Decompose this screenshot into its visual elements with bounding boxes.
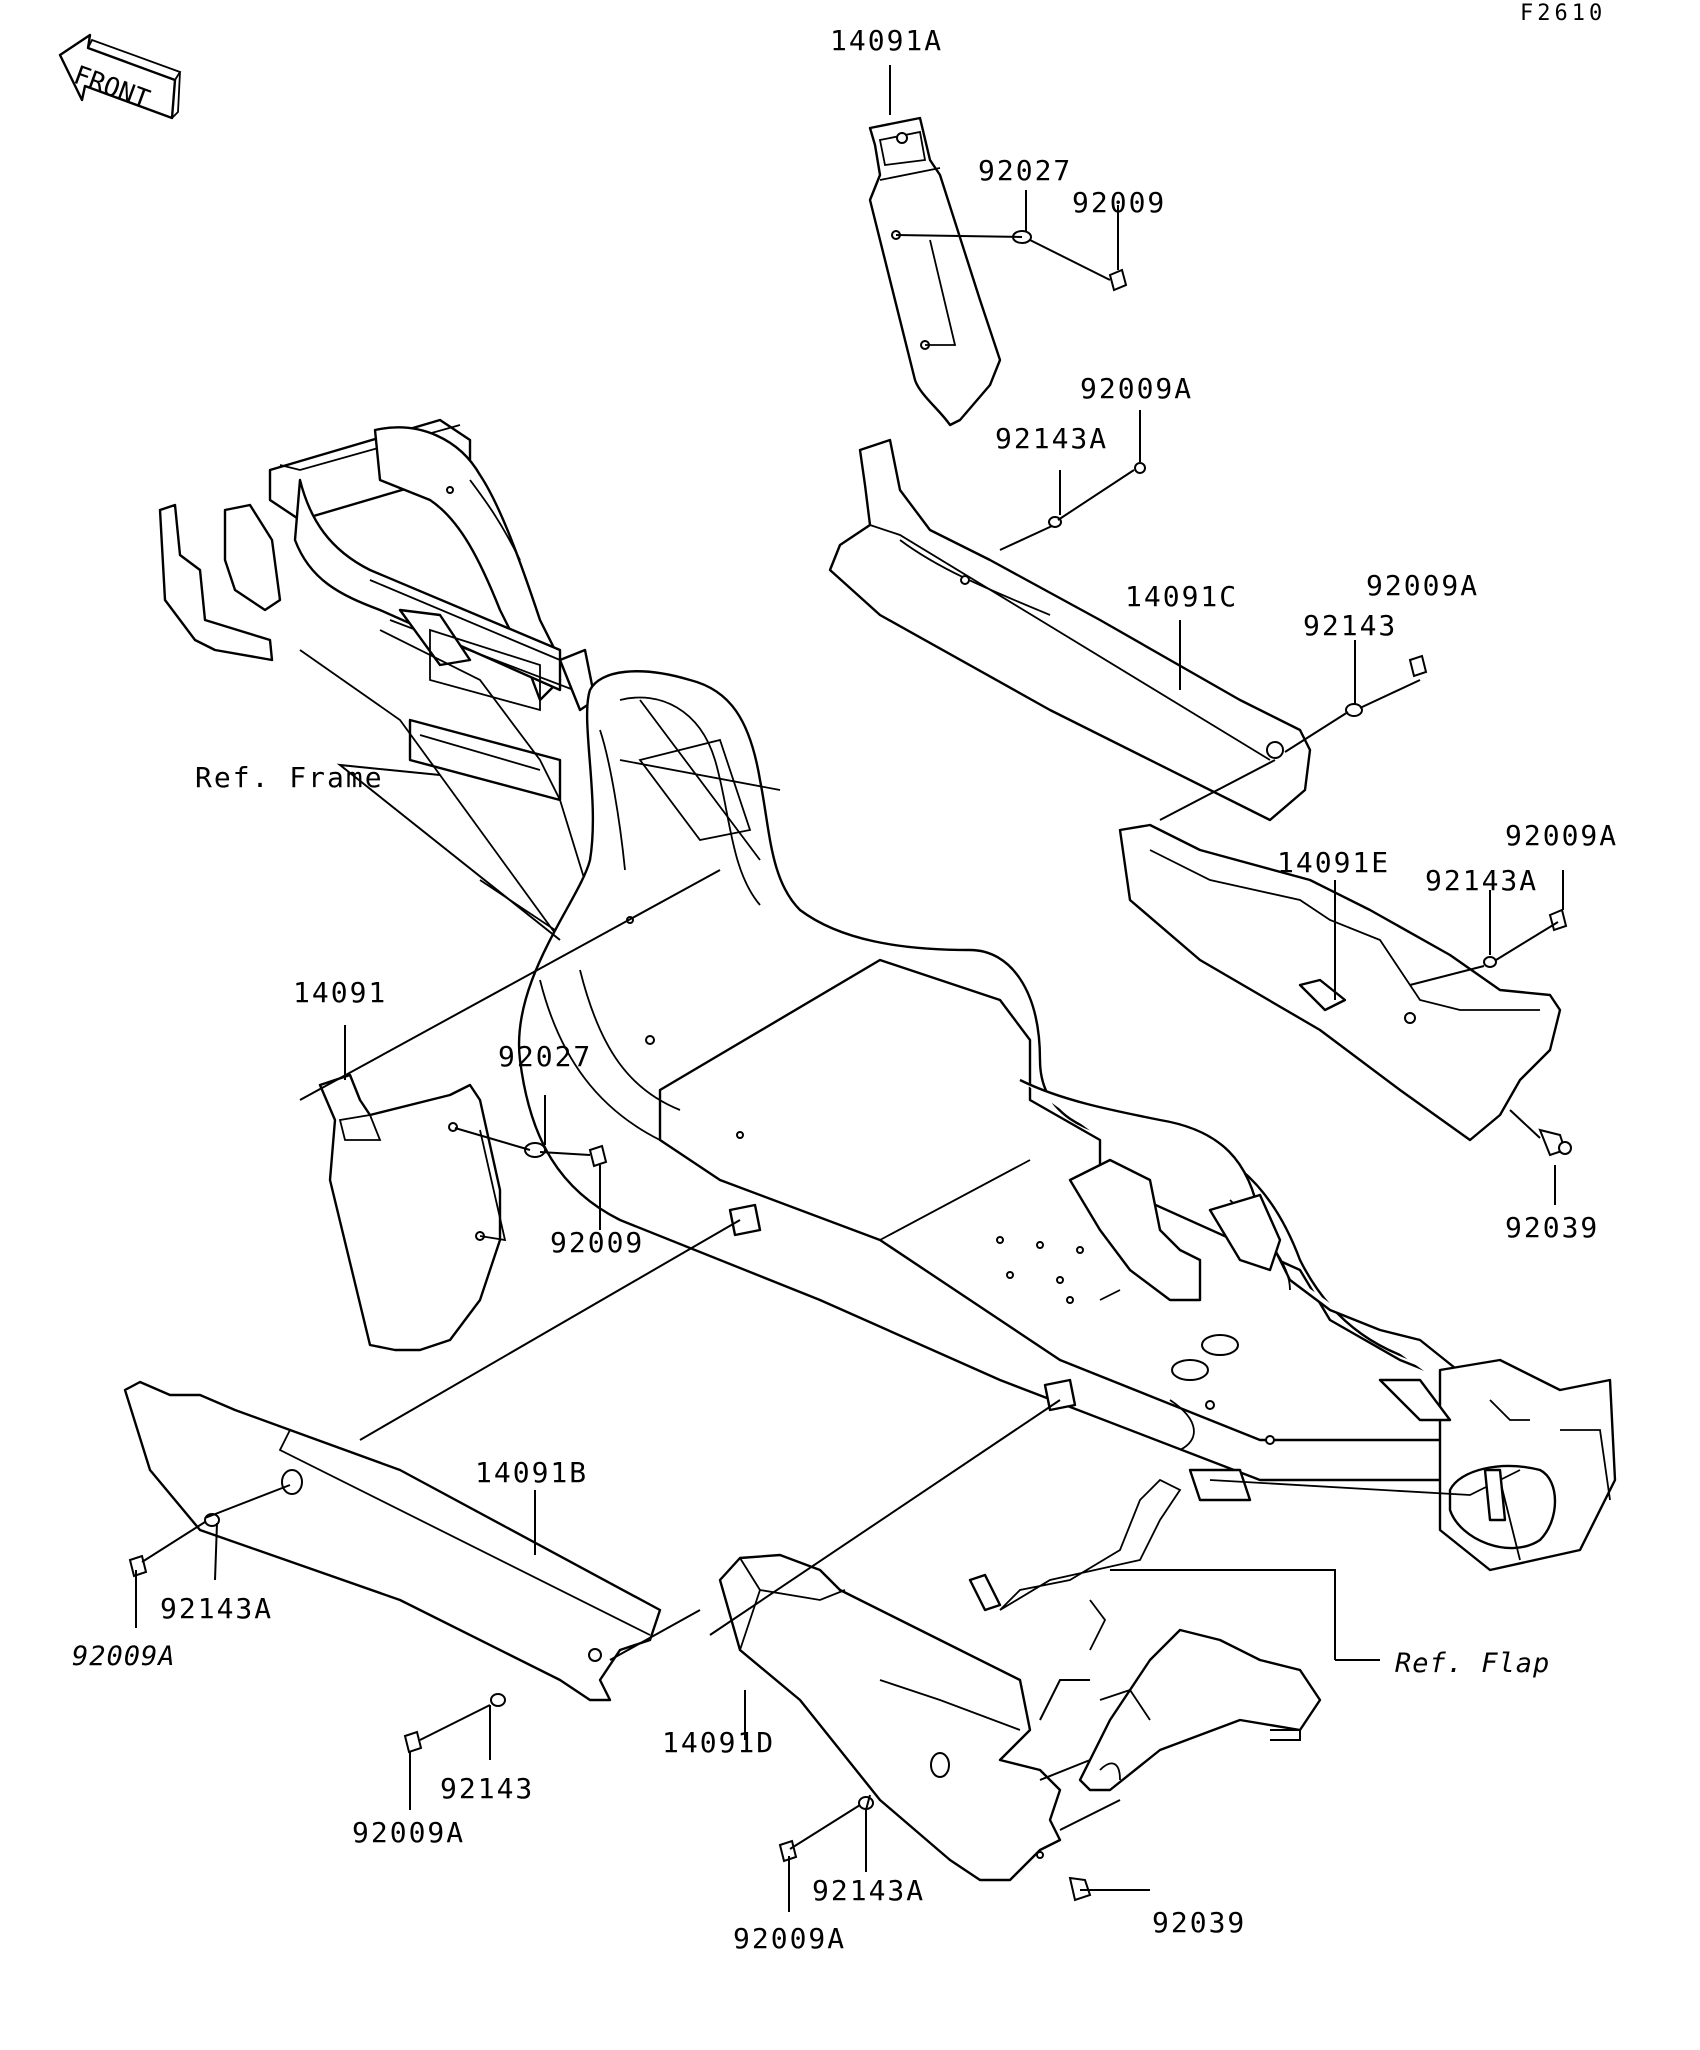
label-92009-mid: 92009: [550, 1226, 644, 1259]
label-92009a-1: 92009A: [1080, 372, 1193, 405]
label-ref-flap: Ref. Flap: [1395, 1648, 1550, 1679]
cover-14091b: [123, 1380, 662, 1702]
label-92009a-2: 92009A: [1366, 569, 1479, 602]
label-92143-1: 92143: [1303, 609, 1397, 642]
label-92039-bottom: 92039: [1152, 1906, 1246, 1939]
label-14091c: 14091C: [1125, 580, 1238, 613]
label-92143-2: 92143: [440, 1772, 534, 1805]
label-92143a-1: 92143A: [995, 422, 1108, 455]
label-92009-top: 92009: [1072, 186, 1166, 219]
label-92143a-4: 92143A: [812, 1874, 925, 1907]
label-14091b: 14091B: [475, 1456, 588, 1489]
leader-lines: [135, 65, 1564, 1912]
label-92039-right: 92039: [1505, 1211, 1599, 1244]
label-92027-top: 92027: [978, 154, 1072, 187]
label-92009a-6: 92009A: [733, 1922, 846, 1955]
part-labels: 14091A 92027 92009 92009A 92143A 14091C …: [72, 24, 1618, 1955]
cover-14091c: [828, 438, 1312, 822]
label-14091a: 14091A: [830, 24, 943, 57]
label-ref-frame: Ref. Frame: [195, 761, 384, 794]
label-92027-mid: 92027: [498, 1040, 592, 1073]
label-92143a-3: 92143A: [160, 1592, 273, 1625]
label-14091e: 14091E: [1277, 846, 1390, 879]
cover-14091d: [718, 1478, 1322, 1882]
label-92009a-4: 92009A: [72, 1641, 176, 1672]
label-92009a-3: 92009A: [1505, 819, 1618, 852]
diagram-code: F2610: [1520, 1, 1606, 26]
label-14091d: 14091D: [662, 1726, 775, 1759]
label-92009a-5: 92009A: [352, 1816, 465, 1849]
label-92143a-2: 92143A: [1425, 864, 1538, 897]
cover-14091: [318, 1073, 507, 1352]
frame-drawing: [158, 418, 1617, 1572]
label-14091: 14091: [293, 976, 387, 1009]
front-arrow-icon: FRONT: [58, 33, 182, 120]
cover-14091e: [1118, 823, 1562, 1142]
